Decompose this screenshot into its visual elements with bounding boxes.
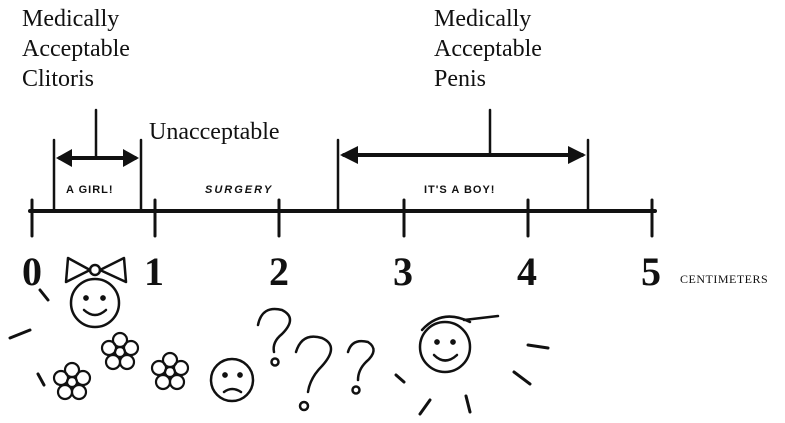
- sad-face-icon: [211, 359, 253, 401]
- flower-icon: [54, 363, 90, 399]
- question-mark-icon: [258, 309, 290, 366]
- zone-boundaries: [54, 140, 588, 211]
- sunburst-lines: [396, 345, 548, 414]
- flower-icon: [152, 353, 188, 389]
- boy-face-with-cap-icon: [420, 316, 498, 372]
- clitoris-range-arrow: [56, 110, 139, 167]
- penis-range-arrow: [340, 110, 586, 164]
- sunburst-lines: [10, 290, 48, 385]
- girl-face-with-bow-icon: [66, 258, 126, 327]
- ruler-ticks: [32, 200, 652, 236]
- question-mark-icon: [348, 341, 374, 393]
- flower-icon: [102, 333, 138, 369]
- question-mark-icon: [296, 337, 331, 410]
